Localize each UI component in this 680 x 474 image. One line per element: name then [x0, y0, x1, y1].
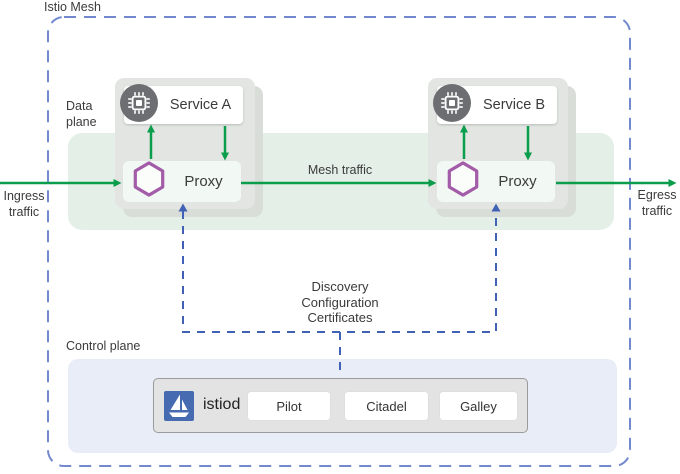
ingress-traffic-label: Ingress traffic [3, 189, 45, 219]
diagram-title: Istio Mesh [44, 0, 101, 14]
microchip-icon [120, 83, 158, 127]
istiod-label: istiod [203, 396, 241, 413]
service-b-card: Service B [433, 83, 557, 124]
connector-label: Discovery Configuration Certificates [301, 279, 379, 325]
service-a-card: Service A [120, 83, 243, 124]
service-a-label: Service A [169, 97, 232, 113]
microchip-icon [433, 83, 471, 127]
istio-sailboat-icon [164, 391, 194, 421]
hexagon-icon [132, 160, 166, 203]
control-plane-label: Control plane [66, 339, 141, 353]
hexagon-icon [446, 160, 480, 203]
proxy-b-card: Proxy [437, 161, 555, 202]
service-b-label: Service B [482, 97, 546, 113]
proxy-b-label: Proxy [498, 173, 537, 190]
component-pilot: Pilot [248, 392, 330, 420]
proxy-a-card: Proxy [123, 161, 241, 202]
data-plane-label: Data plane [66, 99, 97, 129]
mesh-traffic-label: Mesh traffic [307, 163, 373, 177]
component-citadel: Citadel [345, 392, 428, 420]
egress-traffic-label: Egress traffic [637, 188, 677, 218]
proxy-a-label: Proxy [184, 173, 223, 190]
component-galley: Galley [440, 392, 517, 420]
